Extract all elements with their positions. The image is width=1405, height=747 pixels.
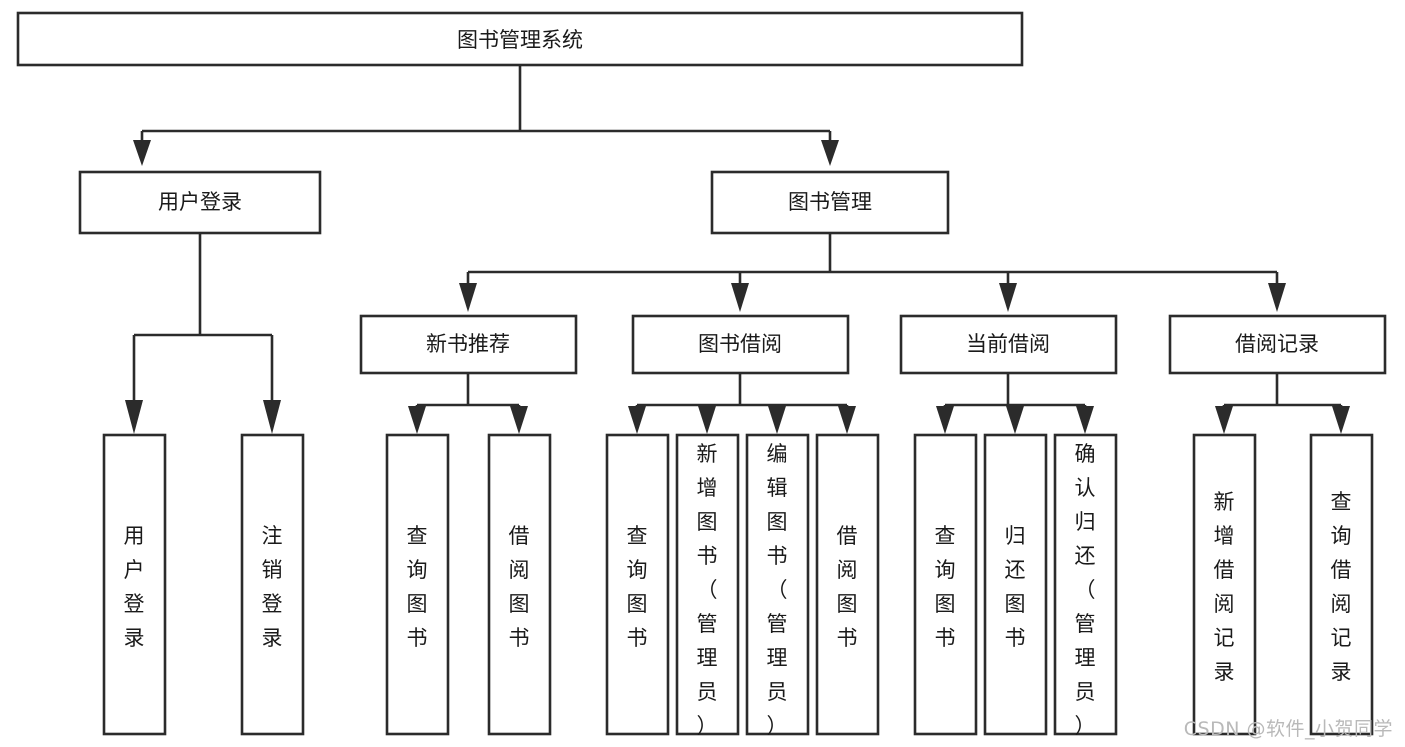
node-l4-query-record-label: 查询借阅记录 bbox=[1331, 490, 1352, 684]
node-l4-query-book-c-box[interactable] bbox=[913, 433, 978, 736]
arrow-head-icon bbox=[263, 400, 281, 434]
node-book-borrow[interactable]: 图书借阅 bbox=[631, 314, 850, 375]
node-l4-logout-login-box[interactable] bbox=[240, 433, 305, 736]
node-new-book-rec[interactable]: 新书推荐 bbox=[359, 314, 578, 375]
node-l4-query-record-box[interactable] bbox=[1309, 433, 1374, 736]
node-current-borrow-label: 当前借阅 bbox=[966, 332, 1050, 356]
node-l4-query-book-a-box[interactable] bbox=[385, 433, 450, 736]
node-l4-return-book-box[interactable] bbox=[983, 433, 1048, 736]
node-l4-add-record-label: 新增借阅记录 bbox=[1214, 490, 1235, 684]
arrow-head-icon bbox=[1268, 283, 1286, 312]
arrow-head-icon bbox=[1006, 406, 1024, 434]
node-l4-add-record[interactable]: 新增借阅记录 bbox=[1192, 433, 1257, 736]
node-l4-query-book-a[interactable]: 查询图书 bbox=[385, 433, 450, 736]
node-l4-borrow-book-a-label: 借阅图书 bbox=[509, 524, 530, 650]
node-l4-query-book-b-box[interactable] bbox=[605, 433, 670, 736]
node-l4-user-login[interactable]: 用户登录 bbox=[102, 433, 167, 736]
node-root-label: 图书管理系统 bbox=[457, 28, 583, 52]
node-root-box[interactable] bbox=[16, 11, 1024, 67]
node-l4-add-book-box[interactable] bbox=[675, 433, 740, 736]
node-l4-confirm-return-label: 确认归还（管理员） bbox=[1075, 442, 1096, 738]
node-l4-add-book-label: 新增图书（管理员） bbox=[697, 442, 718, 738]
node-l4-logout-login[interactable]: 注销登录 bbox=[240, 433, 305, 736]
connector-group-root bbox=[133, 65, 839, 166]
node-l4-logout-login-label: 注销登录 bbox=[262, 524, 283, 650]
node-book-mgmt-box[interactable] bbox=[710, 170, 950, 235]
node-l4-borrow-book-a-box[interactable] bbox=[487, 433, 552, 736]
node-current-borrow[interactable]: 当前借阅 bbox=[899, 314, 1118, 375]
node-l4-query-book-b[interactable]: 查询图书 bbox=[605, 433, 670, 736]
node-l4-query-book-a-label: 查询图书 bbox=[407, 524, 428, 650]
node-new-book-rec-label: 新书推荐 bbox=[426, 332, 510, 356]
arrow-head-icon bbox=[459, 283, 477, 312]
arrow-head-icon bbox=[821, 140, 839, 166]
connector-group-new-book-rec bbox=[408, 373, 528, 434]
node-l4-borrow-book-a[interactable]: 借阅图书 bbox=[487, 433, 552, 736]
node-book-borrow-label: 图书借阅 bbox=[698, 332, 782, 356]
connector-group-borrow-record bbox=[1215, 373, 1350, 434]
node-l4-add-record-box[interactable] bbox=[1192, 433, 1257, 736]
node-book-mgmt-label: 图书管理 bbox=[788, 190, 872, 214]
node-l4-query-book-b-label: 查询图书 bbox=[627, 524, 648, 650]
node-l4-borrow-book-b[interactable]: 借阅图书 bbox=[815, 433, 880, 736]
arrow-head-icon bbox=[133, 140, 151, 166]
arrow-head-icon bbox=[628, 406, 646, 434]
node-l4-borrow-book-b-box[interactable] bbox=[815, 433, 880, 736]
arrow-head-icon bbox=[125, 400, 143, 434]
connector-group-current-borrow bbox=[936, 373, 1094, 434]
arrow-head-icon bbox=[731, 283, 749, 312]
node-book-borrow-box[interactable] bbox=[631, 314, 850, 375]
node-user-login-label: 用户登录 bbox=[158, 190, 242, 214]
connector-group-user-login bbox=[125, 233, 281, 434]
arrow-head-icon bbox=[936, 406, 954, 434]
arrow-head-icon bbox=[838, 406, 856, 434]
node-new-book-rec-box[interactable] bbox=[359, 314, 578, 375]
node-l4-query-record[interactable]: 查询借阅记录 bbox=[1309, 433, 1374, 736]
node-l4-edit-book-label: 编辑图书（管理员） bbox=[767, 442, 788, 738]
node-borrow-record-box[interactable] bbox=[1168, 314, 1387, 375]
arrow-head-icon bbox=[698, 406, 716, 434]
node-current-borrow-box[interactable] bbox=[899, 314, 1118, 375]
connector-group-book-mgmt bbox=[459, 233, 1286, 312]
arrow-head-icon bbox=[999, 283, 1017, 312]
node-l4-confirm-return[interactable]: 确认归还（管理员） bbox=[1053, 433, 1118, 738]
node-l4-return-book[interactable]: 归还图书 bbox=[983, 433, 1048, 736]
node-l4-add-book[interactable]: 新增图书（管理员） bbox=[675, 433, 740, 738]
node-book-mgmt[interactable]: 图书管理 bbox=[710, 170, 950, 235]
node-l4-user-login-label: 用户登录 bbox=[124, 524, 145, 650]
node-user-login-box[interactable] bbox=[78, 170, 322, 235]
arrow-head-icon bbox=[768, 406, 786, 434]
arrow-head-icon bbox=[510, 406, 528, 434]
node-l4-query-book-c[interactable]: 查询图书 bbox=[913, 433, 978, 736]
arrow-head-icon bbox=[408, 406, 426, 434]
arrow-head-icon bbox=[1076, 406, 1094, 434]
node-l4-user-login-box[interactable] bbox=[102, 433, 167, 736]
node-borrow-record[interactable]: 借阅记录 bbox=[1168, 314, 1387, 375]
node-user-login[interactable]: 用户登录 bbox=[78, 170, 322, 235]
node-l4-edit-book-box[interactable] bbox=[745, 433, 810, 736]
node-l4-query-book-c-label: 查询图书 bbox=[935, 524, 956, 650]
arrow-head-icon bbox=[1215, 406, 1233, 434]
node-l4-confirm-return-box[interactable] bbox=[1053, 433, 1118, 736]
node-root[interactable]: 图书管理系统 bbox=[16, 11, 1024, 67]
node-l4-edit-book[interactable]: 编辑图书（管理员） bbox=[745, 433, 810, 738]
node-l4-borrow-book-b-label: 借阅图书 bbox=[837, 524, 858, 650]
connector-group-book-borrow bbox=[628, 373, 856, 434]
arrow-head-icon bbox=[1332, 406, 1350, 434]
node-l4-return-book-label: 归还图书 bbox=[1005, 524, 1026, 650]
node-borrow-record-label: 借阅记录 bbox=[1235, 332, 1319, 356]
